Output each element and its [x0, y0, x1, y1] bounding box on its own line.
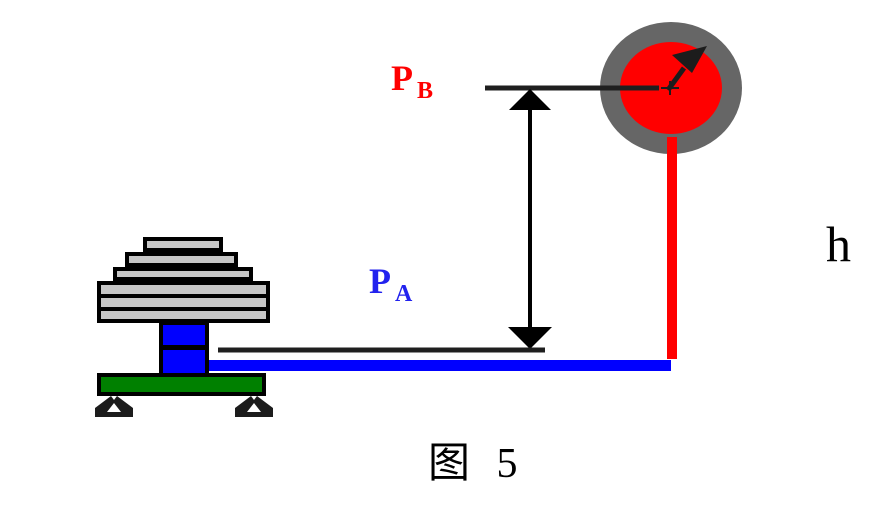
figure-caption: 图 5: [428, 441, 518, 487]
label-pb-sub: B: [417, 78, 433, 104]
weight-top: [143, 237, 223, 252]
weight-lower: [113, 267, 253, 281]
support-foot-notch: [107, 403, 121, 412]
label-pa-main: P: [369, 261, 391, 301]
scale-apparatus: [95, 237, 273, 417]
weight-block-layer: [101, 298, 266, 307]
pillar-block-lower: [163, 350, 205, 374]
height-arrow-head-up: [509, 89, 551, 110]
label-h: h: [826, 216, 851, 272]
gauge-pipe: [667, 137, 677, 359]
weight-block-layer: [101, 311, 266, 319]
label-pa: P A: [369, 261, 413, 307]
needle-arrow-icon: [672, 46, 707, 73]
pressure-gauge-icon: [600, 22, 742, 154]
label-pb-main: P: [391, 58, 413, 98]
label-pb: P B: [391, 58, 433, 104]
liquid-line: [207, 360, 671, 371]
height-arrow-head-down: [508, 327, 552, 349]
label-pa-sub: A: [395, 281, 413, 307]
scale-base: [97, 373, 266, 396]
weight-mid: [125, 252, 238, 267]
weight-block-layer: [101, 285, 266, 294]
support-foot-notch: [247, 403, 261, 412]
double-headed-arrow-icon: [508, 89, 552, 349]
gauge-center-cross: [661, 81, 679, 95]
pillar-block-upper: [163, 325, 205, 345]
